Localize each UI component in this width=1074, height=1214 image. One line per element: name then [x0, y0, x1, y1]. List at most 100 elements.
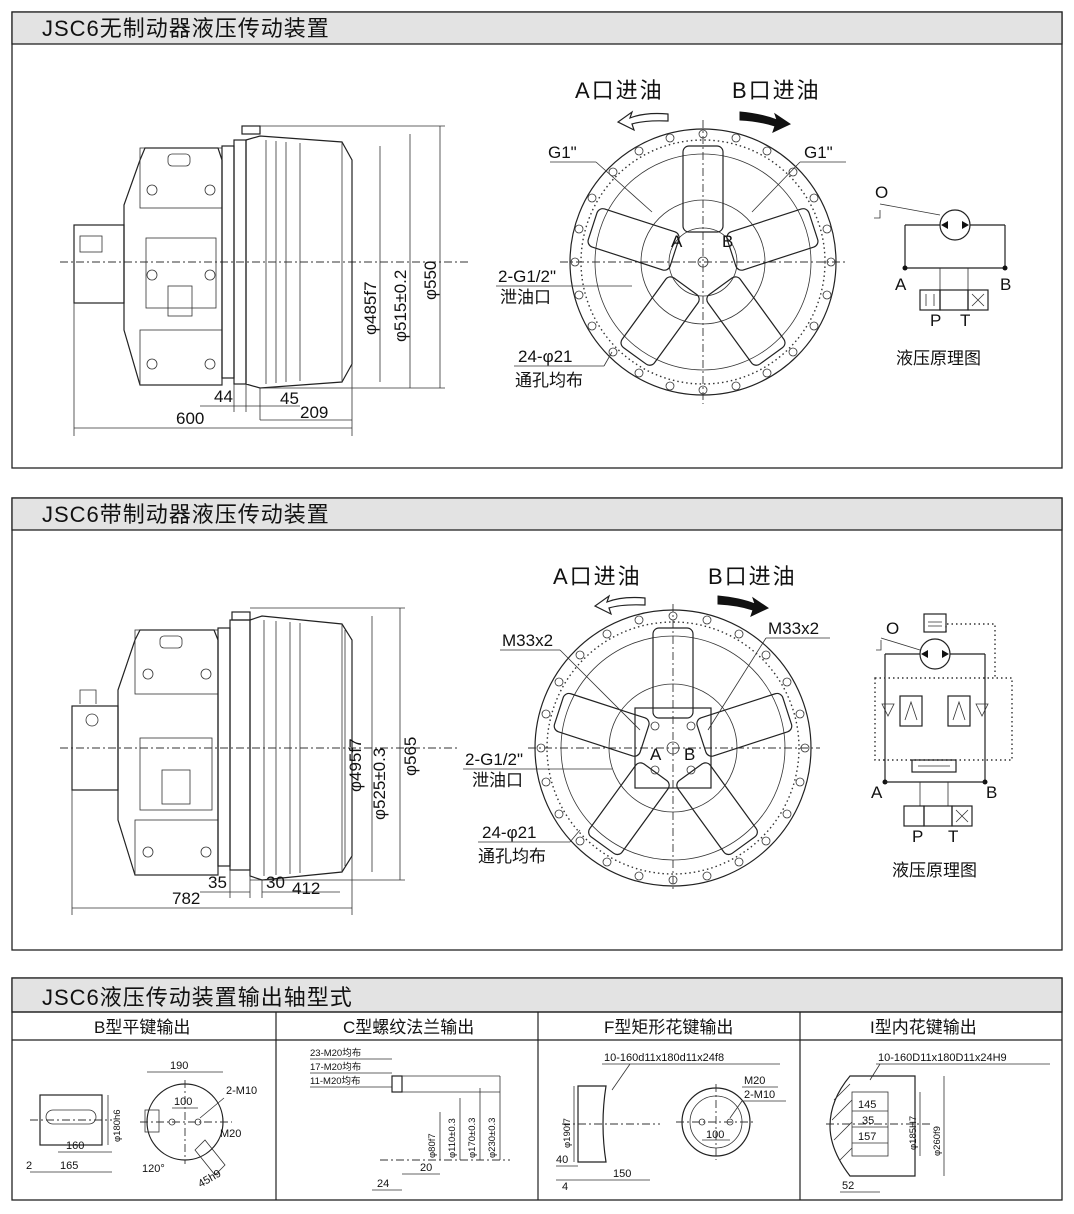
dim-44: 44 — [214, 387, 233, 406]
m33-left-label: M33x2 — [502, 631, 553, 650]
section-1-title: JSC6无制动器液压传动装置 — [42, 16, 330, 41]
bolt-holes-2 — [536, 611, 810, 885]
c-20: 20 — [420, 1162, 432, 1174]
port-a-label: A口进油 — [575, 78, 664, 103]
f-spline-spec: 10-160d11x180d11x24f8 — [604, 1052, 724, 1064]
front-view-1: A口进油 B口进油 — [496, 78, 846, 404]
front-view-2: A口进油 B口进油 — [463, 564, 830, 892]
schematic-caption: 液压原理图 — [896, 349, 981, 368]
dim-35: 35 — [208, 873, 227, 892]
dim-525: φ525±0.3 — [370, 748, 389, 820]
col-c-header: C型螺纹法兰输出 — [343, 1018, 474, 1037]
schematic-1: O A B P T 液压原理图 — [874, 183, 1011, 368]
dim-495f7: φ495f7 — [346, 738, 365, 792]
dim-209: 209 — [300, 403, 328, 422]
port-b-mark: B — [722, 232, 733, 251]
dim-b-2m10: 2-M10 — [226, 1085, 257, 1097]
dim-30: 30 — [266, 873, 285, 892]
side-dimensions-2: φ495f7 φ525±0.3 φ565 782 35 30 412 — [71, 607, 420, 915]
i-157: 157 — [858, 1131, 876, 1143]
section-2: JSC6带制动器液压传动装置 — [11, 497, 1063, 951]
section-3: JSC6液压传动装置输出轴型式 B型平键输出 C型螺纹法兰输出 F型矩形花键输出… — [11, 977, 1063, 1201]
rotation-arrow-left-icon — [616, 110, 669, 132]
c-170: φ170±0.3 — [467, 1118, 478, 1158]
port-a-mark: A — [671, 232, 683, 251]
i-145: 145 — [858, 1099, 876, 1111]
g1-left-label: G1" — [548, 143, 577, 162]
f-2m10: 2-M10 — [744, 1089, 775, 1101]
col-f-header: F型矩形花键输出 — [604, 1018, 733, 1037]
dim-b-m20: M20 — [220, 1128, 241, 1140]
c-24: 24 — [377, 1178, 389, 1190]
i-52: 52 — [842, 1180, 854, 1192]
col-b-header: B型平键输出 — [94, 1018, 190, 1037]
schematic-t-label: T — [948, 827, 958, 846]
i-spline-spec: 10-160D11x180D11x24H9 — [878, 1052, 1007, 1064]
dim-782: 782 — [172, 889, 200, 908]
section-3-title: JSC6液压传动装置输出轴型式 — [42, 985, 353, 1010]
dim-b-160: 160 — [66, 1140, 84, 1152]
cylinders-2 — [553, 627, 793, 856]
drain-label: 泄油口 — [472, 771, 523, 790]
drain-spec: 2-G1/2" — [498, 267, 556, 286]
schematic-b-label: B — [1000, 275, 1011, 294]
c-230: φ230±0.3 — [487, 1118, 498, 1158]
c-11-m20: 11-M20均布 — [310, 1075, 361, 1087]
dim-600: 600 — [176, 409, 204, 428]
dim-b-2: 2 — [26, 1160, 32, 1172]
g1-right-label: G1" — [804, 143, 833, 162]
f-4: 4 — [562, 1181, 568, 1193]
holes-label: 通孔均布 — [515, 371, 583, 390]
section-1: JSC6无制动器液压传动装置 — [11, 11, 1063, 469]
section-2-header-bar — [11, 497, 1063, 531]
dim-412: 412 — [292, 879, 320, 898]
cylinders-1 — [587, 145, 819, 366]
rotation-arrow-right-icon — [717, 595, 770, 617]
port-b-label: B口进油 — [708, 564, 797, 589]
m33-right-label: M33x2 — [768, 619, 819, 638]
f-150: 150 — [613, 1168, 631, 1180]
f-40: 40 — [556, 1154, 568, 1166]
brake-symbol-icon — [923, 613, 947, 633]
rotation-arrow-right-icon — [739, 111, 792, 133]
holes-label: 通孔均布 — [478, 847, 546, 866]
dim-485f7: φ485f7 — [361, 281, 380, 335]
i-185h7: φ185H7 — [908, 1116, 919, 1150]
shaft-f-drawing: 10-160d11x180d11x24f8 φ190f7 40 4 150 10… — [556, 1052, 786, 1193]
port-a-label: A口进油 — [553, 564, 642, 589]
port-b-label: B口进油 — [732, 78, 821, 103]
schematic-p-label: P — [930, 311, 941, 330]
c-23-m20: 23-M20均布 — [310, 1047, 361, 1059]
dim-b-100: 100 — [174, 1096, 192, 1108]
shaft-c-drawing: 23-M20均布 17-M20均布 11-M20均布 φ80f7 φ110±0.… — [310, 1047, 510, 1191]
rotation-arrow-left-icon — [593, 594, 646, 616]
schematic-o-label: O — [886, 619, 899, 638]
c-110: φ110±0.3 — [447, 1118, 458, 1158]
c-17-m20: 17-M20均布 — [310, 1061, 361, 1073]
dim-565: φ565 — [401, 737, 420, 776]
dim-b-120: 120° — [142, 1163, 165, 1175]
side-dimensions-1: φ485f7 φ515±0.2 φ550 600 44 45 209 — [73, 125, 445, 436]
dim-515: φ515±0.2 — [391, 270, 410, 342]
f-m20: M20 — [744, 1075, 765, 1087]
i-260f9: φ260f9 — [932, 1126, 943, 1156]
port-b-mark: B — [684, 745, 695, 764]
side-view-1 — [60, 125, 470, 389]
f-190f7: φ190f7 — [562, 1118, 573, 1148]
port-a-mark: A — [650, 745, 662, 764]
holes-spec: 24-φ21 — [482, 823, 537, 842]
bolt-holes-1 — [570, 129, 836, 395]
valve-block — [634, 707, 712, 789]
section-1-header-bar — [11, 11, 1063, 45]
dim-b-165: 165 — [60, 1160, 78, 1172]
f-100: 100 — [706, 1129, 724, 1141]
col-i-header: I型内花键输出 — [870, 1018, 977, 1037]
schematic-caption: 液压原理图 — [892, 861, 977, 880]
dim-550: φ550 — [421, 261, 440, 300]
section-3-header-bar — [11, 977, 1063, 1013]
dim-b-190: 190 — [170, 1060, 188, 1072]
shaft-b-drawing: φ180h6 160 165 2 190 100 2-M10 M20 120° … — [26, 1060, 257, 1190]
i-35: 35 — [862, 1115, 874, 1127]
drain-spec: 2-G1/2" — [465, 750, 523, 769]
schematic-a-label: A — [895, 275, 907, 294]
